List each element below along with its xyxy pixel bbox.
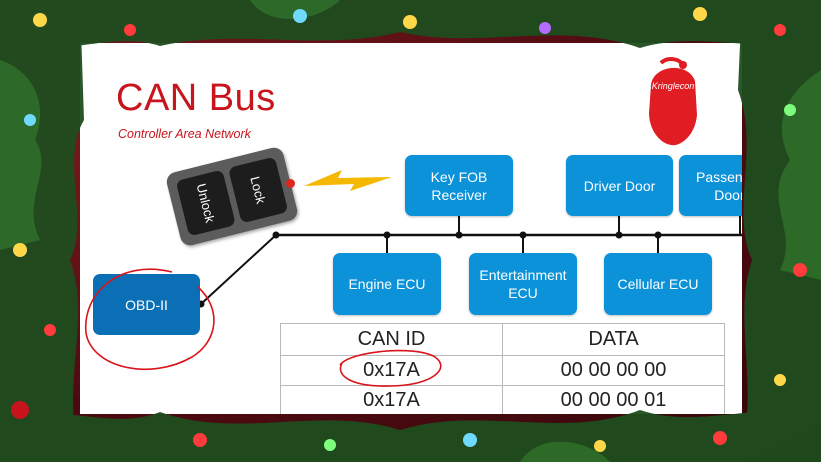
table-row: 0x17A 00 00 00 01 (280, 385, 725, 414)
column-header-can-id: CAN ID (280, 323, 503, 356)
logo-text: Kringlecon (652, 81, 695, 91)
node-driver-door: Driver Door (566, 155, 673, 216)
slide-title: CAN Bus (116, 77, 276, 119)
node-cellular-ecu: Cellular ECU (604, 253, 712, 315)
node-engine-ecu: Engine ECU (333, 253, 441, 315)
node-passenger-door: Passenger Door (679, 155, 742, 216)
cell-data: 00 00 00 00 (502, 355, 725, 386)
cell-can-id: 0x17A (280, 355, 503, 386)
node-entertainment-ecu: Entertainment ECU (469, 253, 577, 315)
presentation-slide: CAN Bus Controller Area Network Unlock L… (80, 43, 742, 414)
table-header-row: CAN ID DATA (280, 323, 725, 356)
slide-subtitle: Controller Area Network (118, 127, 251, 141)
fob-led-icon (286, 179, 295, 188)
wireless-signal-icon (304, 170, 392, 191)
node-key-fob-receiver: Key FOB Receiver (405, 155, 513, 216)
can-frame-table: CAN ID DATA 0x17A 00 00 00 00 0x17A 00 0… (280, 323, 725, 414)
annotation-circles (85, 268, 442, 387)
cell-can-id: 0x17A (280, 385, 503, 414)
table-row: 0x17A 00 00 00 00 (280, 355, 725, 386)
kringlecon-logo: Kringlecon (649, 57, 697, 146)
node-obd-ii: OBD-II (93, 274, 200, 335)
column-header-data: DATA (502, 323, 725, 356)
cell-data: 00 00 00 01 (502, 385, 725, 414)
